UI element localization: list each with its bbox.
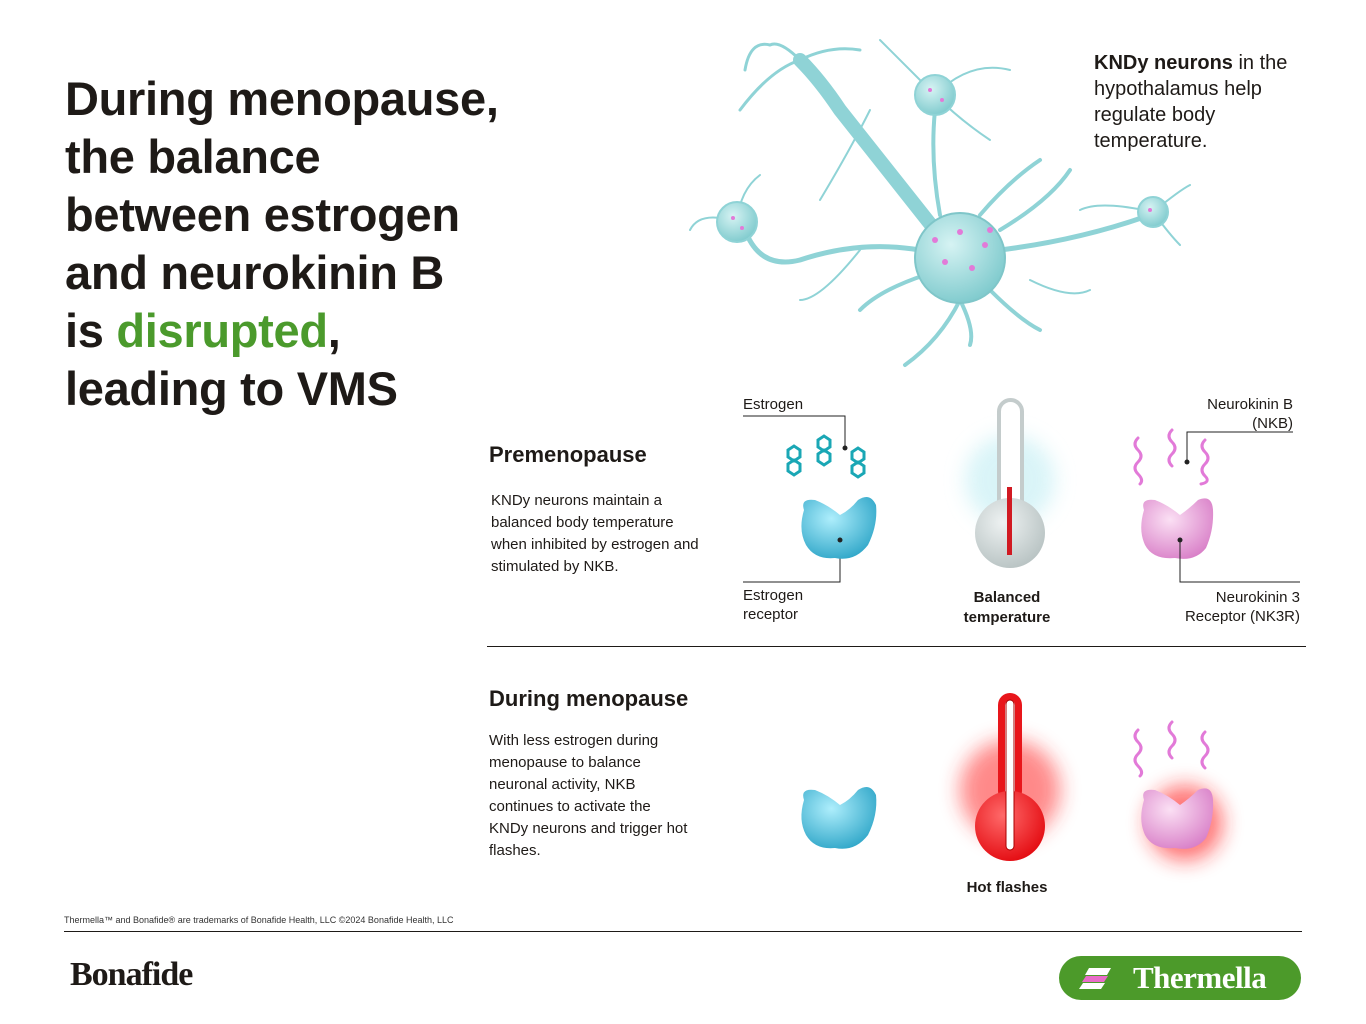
bonafide-logo: Bonafide [70,956,193,993]
nkb-label-line: Neurokinin B [1207,396,1293,413]
headline-line: During menopause, [65,72,499,125]
headline-text: , [327,304,341,357]
headline-line: and neurokinin B [65,246,445,299]
nkb-label: Neurokinin B (NKB) [1207,395,1293,433]
section-divider [487,646,1306,647]
headline-line: between estrogen [65,188,460,241]
label-line: Receptor (NK3R) [1184,608,1300,625]
premenopause-diagram [743,398,1300,583]
label-line: temperature [963,609,1051,626]
kndy-caption-bold: KNDy neurons [1094,52,1233,74]
headline-line: leading to VMS [65,362,398,415]
trademark-notice: Thermella™ and Bonafide® are trademarks … [64,915,454,925]
estrogen-label: Estrogen [743,396,804,413]
menopause-body: With less estrogen during menopause to b… [489,732,688,859]
label-line: receptor [743,606,799,623]
nkb-label-line: (NKB) [1252,415,1293,432]
nkb-molecules [1133,720,1210,778]
estrogen-leader-line [743,415,846,448]
nkb-molecules [1133,428,1210,486]
label-line: Neurokinin 3 [1215,589,1300,606]
label-line: Balanced [973,589,1041,606]
nk3r-label: Neurokinin 3 Receptor (NK3R) [1185,588,1300,626]
headline-text: is [65,304,117,357]
kndy-caption: KNDy neurons in the hypothalamus help re… [1094,50,1314,154]
nk3r-receptor [1141,498,1214,559]
hot-flashes-label: Hot flashes [966,879,1048,896]
thermometer-level [1007,487,1012,555]
label-line: Estrogen [743,587,804,604]
thermella-logo: Thermella [1059,956,1301,1000]
thermella-logo-text: Thermella [1133,960,1267,995]
premenopause-title: Premenopause [489,442,647,467]
kndy-caption-text: in the hypothalamus help regulate body t… [1094,52,1288,152]
headline-line: the balance [65,130,321,183]
balanced-temperature-label: Balanced temperature [937,588,1077,628]
estrogen-receptor [801,496,877,559]
thermella-mark-icon [1079,968,1111,989]
premenopause-body: KNDy neurons maintain a balanced body te… [491,492,699,575]
nk3r-receptor [1141,788,1214,849]
headline-line: is disrupted, [65,302,499,360]
estrogen-molecules [786,434,866,479]
estrogen-receptor [801,786,877,849]
menopause-title: During menopause [489,686,689,711]
menopause-diagram [801,693,1223,861]
kndy-neuron-illustration [689,39,1191,367]
footer-divider [64,931,1302,932]
headline-highlight: disrupted [116,304,328,357]
headline: During menopause, the balance between es… [65,70,499,418]
estrogen-receptor-label: Estrogen receptor [743,586,803,624]
